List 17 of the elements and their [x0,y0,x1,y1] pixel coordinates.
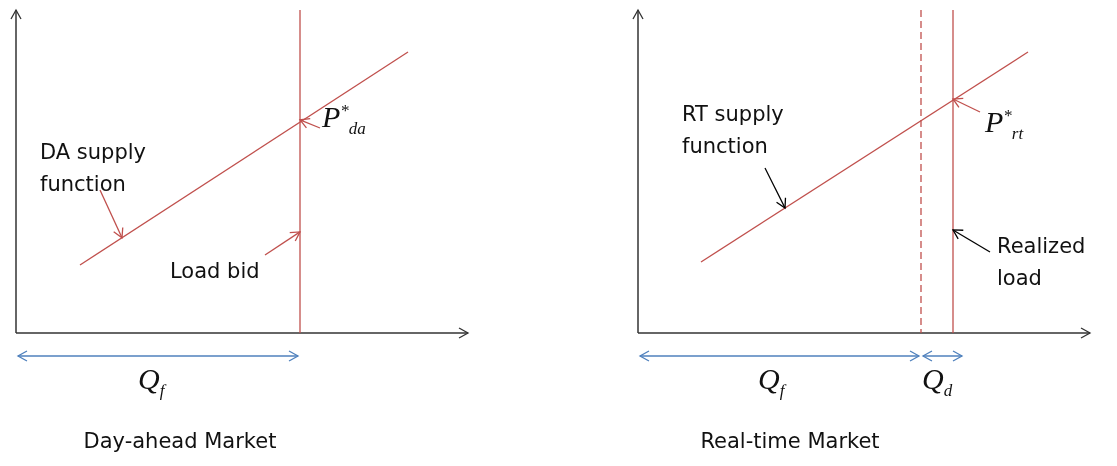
leader-line [952,229,991,253]
leader-line [952,97,981,113]
load-line [952,9,954,334]
leader-line [99,189,124,239]
load-line [299,9,301,334]
curve-label: DA supply function [40,136,190,200]
quantity-symbol: Q$_{f}$ [138,362,165,401]
curve-label: Load bid [170,255,300,287]
curve-label: RT supply function [682,98,822,162]
leader-line [764,167,787,209]
leader-line [299,117,321,129]
leader-line [264,231,301,256]
panel-caption: Real-time Market [699,428,881,455]
curve-label: Realized load [997,230,1112,294]
quantity-symbol: Q$_{f}$ [758,362,785,401]
panel-caption: Day-ahead Market [82,428,278,455]
quantity-symbol: Q$_{d}$ [922,362,953,401]
